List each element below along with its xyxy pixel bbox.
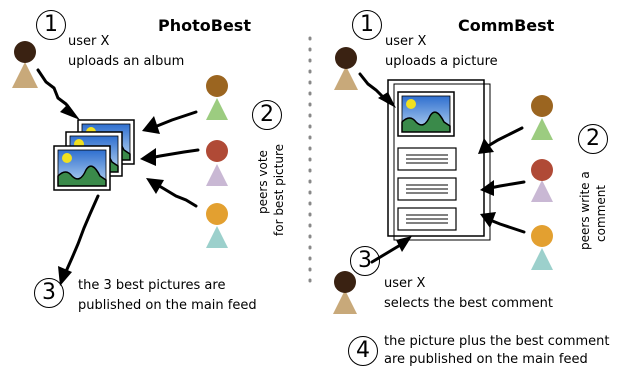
commbest-peer-2-icon [531, 159, 553, 202]
commbest-step-1-line-1: user X [385, 34, 427, 49]
commbest-title: CommBest [458, 16, 555, 35]
commbest-peer-1-icon [531, 95, 553, 140]
photobest-vote-arrow-3 [154, 182, 198, 208]
photobest-title: PhotoBest [158, 16, 251, 35]
commbest-user-x-select-icon [333, 271, 357, 314]
commbest-step-2-number: 2 [578, 124, 608, 154]
photobest-step-3-number: 3 [34, 278, 64, 308]
commbest-step-4-line-1: the picture plus the best comment [384, 334, 610, 349]
photobest-publish-arrow [62, 194, 100, 278]
photobest-vote-arrow-2 [148, 148, 200, 160]
photobest-peer-1-icon [206, 75, 228, 120]
photobest-step-1-line-2: uploads an album [68, 54, 185, 69]
photobest-user-x-icon [12, 41, 38, 88]
photobest-step-1-number: 1 [36, 10, 66, 40]
photobest-step-3-line-1: the 3 best pictures are [78, 278, 226, 293]
photobest-step-2-line-1: peers vote [256, 150, 270, 214]
commbest-step-3-line-1: user X [384, 276, 426, 291]
commbest-user-x-icon [334, 47, 358, 90]
photobest-step-2-line-2: for best picture [272, 144, 286, 236]
commbest-post-document [387, 79, 491, 241]
commbest-comment-arrow-2 [488, 180, 526, 190]
commbest-comment-arrow-1 [486, 126, 524, 148]
photobest-vote-arrow-1 [150, 110, 198, 130]
photobest-peer-2-icon [206, 140, 228, 186]
commbest-step-1-line-2: uploads a picture [385, 54, 498, 69]
photobest-step-2-number: 2 [252, 100, 282, 130]
commbest-step-4-line-2: are published on the main feed [384, 352, 588, 367]
photobest-album-stack [53, 119, 135, 191]
commbest-comment-arrow-3 [488, 218, 526, 234]
commbest-step-3-number: 3 [350, 246, 380, 276]
photobest-peer-3-icon [206, 203, 228, 248]
photobest-step-1-line-1: user X [68, 34, 110, 49]
commbest-step-4-number: 4 [348, 336, 378, 366]
commbest-step-1-number: 1 [352, 10, 382, 40]
photobest-step-3-line-2: published on the main feed [78, 298, 257, 313]
commbest-peer-3-icon [531, 225, 553, 270]
commbest-step-3-line-2: selects the best comment [384, 296, 554, 311]
commbest-step-2-line-2: comment [594, 184, 608, 242]
commbest-step-2-line-1: peers write a [578, 171, 592, 250]
